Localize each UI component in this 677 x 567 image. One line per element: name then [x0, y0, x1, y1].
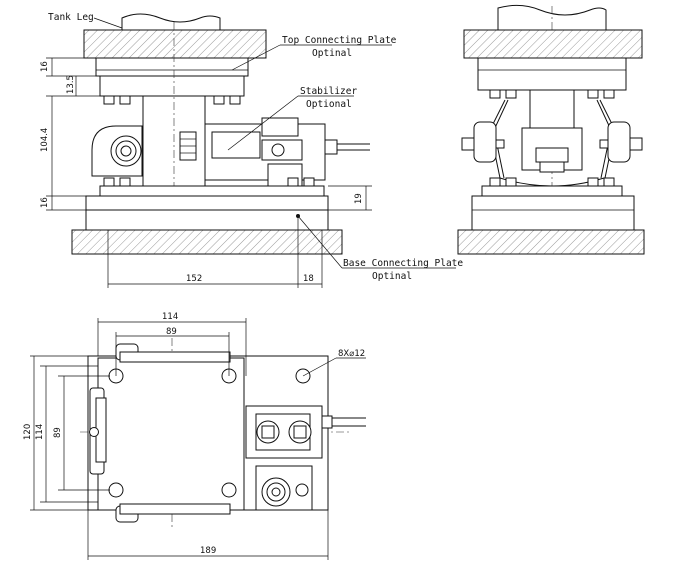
callouts	[93, 17, 456, 269]
mounting-hole	[221, 482, 237, 498]
label-holes: 8X⌀12	[338, 349, 365, 359]
bolt-head	[229, 95, 241, 105]
front-view	[71, 13, 370, 255]
top-connecting-plate	[95, 57, 249, 77]
dim-89-side: 89	[53, 427, 63, 438]
label-base-plate: Base Connecting Plate	[343, 258, 463, 269]
bolt-head	[287, 177, 299, 187]
label-tank-leg: Tank Leg	[48, 12, 94, 23]
dim-16-bottom: 16	[40, 197, 50, 208]
dim-18: 18	[303, 274, 314, 284]
side-load-cell	[529, 89, 575, 129]
front-dimensions	[46, 57, 372, 288]
bolt-head	[303, 177, 315, 187]
bolt-head	[103, 95, 115, 105]
bolt-head	[119, 95, 131, 105]
label-stabilizer-optional: Optional	[306, 99, 352, 110]
tank-leg-outline	[121, 13, 221, 30]
side-stabilizer-nut-left	[473, 121, 497, 163]
bolt-head	[213, 95, 225, 105]
dim-19: 19	[354, 193, 364, 204]
cable-gland	[324, 139, 338, 155]
dim-89-top: 89	[166, 327, 177, 337]
cable	[337, 143, 370, 151]
dim-16-top: 16	[40, 61, 50, 72]
label-base-plate-optional: Optinal	[372, 271, 412, 282]
dim-152: 152	[186, 274, 202, 284]
dim-104-4: 104.4	[40, 128, 50, 152]
top-dimensions	[30, 318, 366, 560]
label-top-plate-optional: Optinal	[312, 48, 352, 59]
side-view	[457, 4, 645, 255]
dim-114-top: 114	[162, 312, 178, 322]
mounting-hole	[108, 482, 124, 498]
base-connecting-plate	[85, 195, 329, 211]
dim-114-side: 114	[35, 424, 45, 440]
tank-leg-plate	[83, 29, 267, 59]
label-stabilizer: Stabilizer	[300, 86, 357, 97]
bolt-head	[119, 177, 131, 187]
top-view	[80, 338, 366, 528]
bolt-head	[103, 177, 115, 187]
stabilizer-arm	[91, 125, 143, 177]
side-stabilizer-nut-right	[607, 121, 631, 163]
dim-189: 189	[200, 546, 216, 556]
top-view-main-body	[97, 357, 245, 511]
foundation	[71, 229, 343, 255]
label-top-plate: Top Connecting Plate	[282, 35, 397, 46]
dim-120: 120	[23, 424, 33, 440]
dim-13-5: 13.5	[66, 75, 76, 94]
